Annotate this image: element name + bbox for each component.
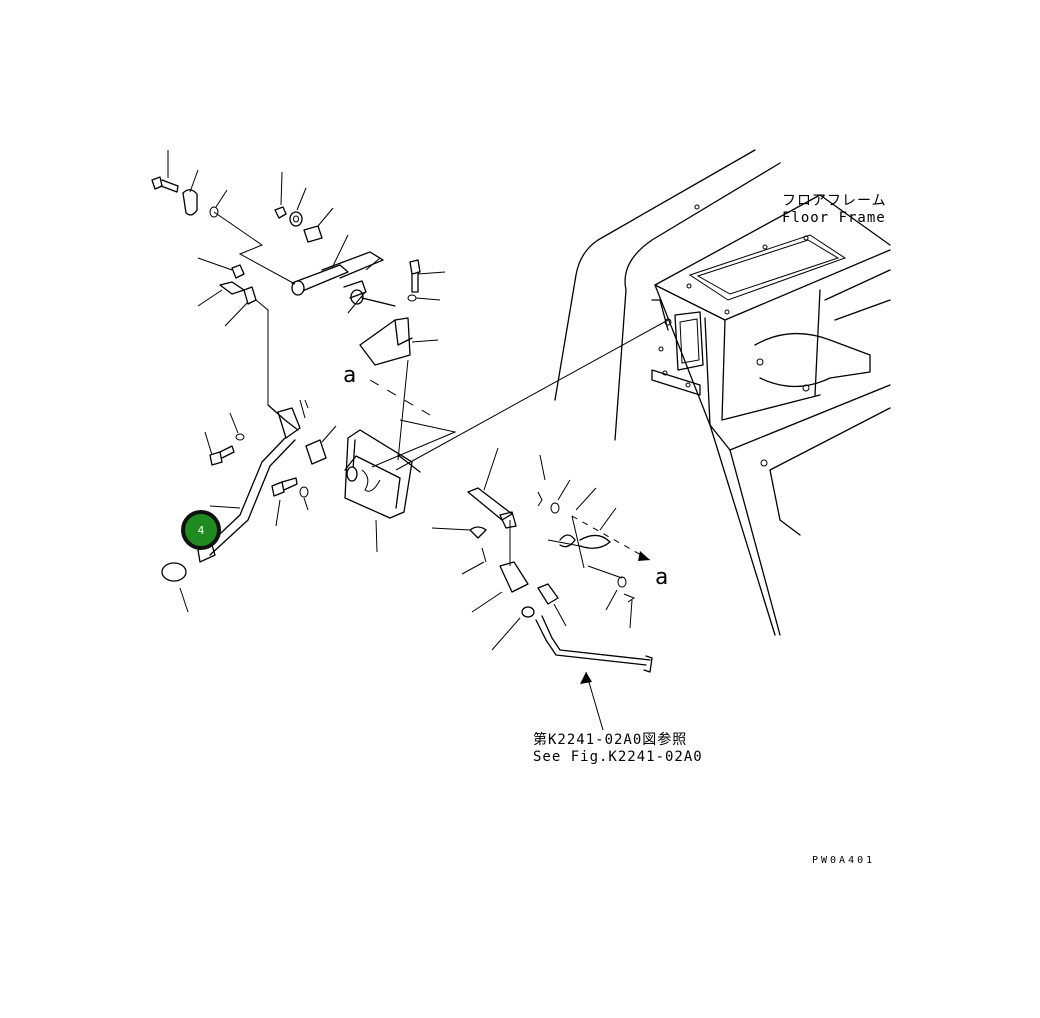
drawing-id: PW0A401: [812, 855, 875, 866]
callout-marker-4[interactable]: 4: [181, 510, 221, 550]
floor-frame-label-en: Floor Frame: [782, 210, 886, 226]
floor-frame: [554, 149, 891, 636]
valve-block: [344, 429, 421, 553]
lower-linkage: [431, 447, 653, 731]
pedal-assembly: [161, 399, 337, 613]
floor-frame-label-jp: フロアフレーム: [782, 193, 887, 209]
view-mark-a-upper: a: [343, 363, 356, 388]
callout-circle[interactable]: [181, 510, 221, 550]
floor-frame-label: フロアフレーム Floor Frame: [782, 193, 887, 226]
callout-number[interactable]: 4: [198, 524, 205, 537]
reference-label: 第K2241-02A0図参照 See Fig.K2241-02A0: [533, 731, 703, 765]
view-mark-a-lower: a: [655, 565, 668, 590]
reference-label-jp: 第K2241-02A0図参照: [533, 731, 687, 748]
upper-linkage: [151, 150, 446, 405]
connection-lines: [369, 319, 669, 471]
reference-label-en: See Fig.K2241-02A0: [533, 749, 703, 765]
